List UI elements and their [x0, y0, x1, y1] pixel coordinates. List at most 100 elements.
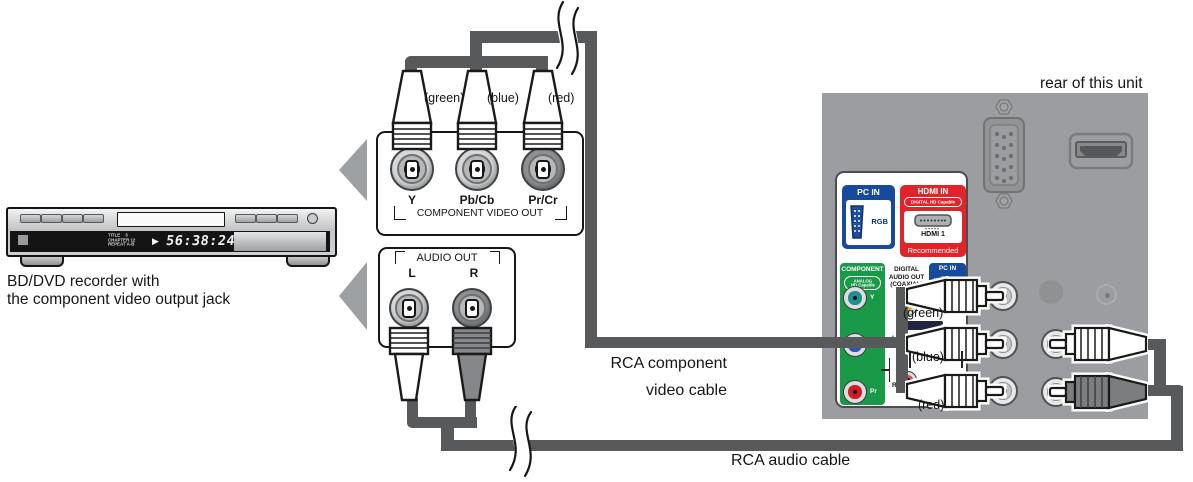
digital-audio-line1: DIGITAL [894, 266, 919, 273]
component-cable [590, 337, 908, 348]
unused-jack [1096, 284, 1117, 305]
pr-jack-label: Pr [870, 388, 877, 395]
pbcb-jack-caption: Pb/Cb [459, 193, 495, 207]
vga-connector-icon [983, 99, 1025, 209]
audio-l-caption: L [408, 266, 416, 280]
audio-r-label: R [892, 382, 897, 389]
cable-break-icon [555, 0, 580, 76]
recorder-button [62, 214, 83, 223]
recorder-button [277, 214, 298, 223]
rca-plug-white-icon [388, 326, 430, 402]
hdmi1-label: HDMI 1 [921, 231, 945, 238]
tv-plug-label-blue: (blue) [912, 350, 944, 364]
cable-break-icon [508, 406, 533, 478]
recorder-button [83, 214, 104, 223]
display-slab [234, 232, 326, 251]
component-cable-label-line1: RCA component [610, 355, 727, 372]
audio-cable [465, 398, 476, 420]
pointer-arrow [339, 262, 367, 330]
hdmi-badge-text: DIGITAL HD Capable [910, 199, 956, 205]
hdmi-mini-icon [914, 214, 952, 230]
component-cable-label: RCA component video cable [563, 350, 727, 404]
hdmi-port-icon [1068, 132, 1134, 170]
unused-jack [1039, 280, 1063, 304]
y-jack-caption: Y [407, 193, 416, 207]
pc-in-title: PC IN [857, 187, 880, 197]
recorder-button [41, 214, 62, 223]
y-out-jack [390, 147, 434, 191]
audio-cable-label: RCA audio cable [731, 452, 851, 469]
display-repeat: REPEAT A-B [108, 241, 135, 247]
rear-of-unit-caption: rear of this unit [1040, 75, 1143, 92]
recorder-button [256, 214, 277, 223]
digital-audio-line2: AUDIO OUT [888, 273, 925, 281]
rca-pin [470, 160, 484, 179]
y-jack [843, 286, 867, 310]
component-section: COMPONENT ANALOG HD Capable Y Pb Pr [840, 263, 885, 405]
rca-plug-green-icon [391, 69, 433, 151]
rca-plug-gray-icon [1048, 372, 1148, 412]
plug-label-red: (red) [548, 91, 575, 105]
recorder-button [20, 214, 41, 223]
disc-tray [117, 212, 225, 227]
power-button [18, 235, 28, 245]
display-time: 56:38:24 [164, 233, 237, 249]
rca-pin [402, 299, 416, 318]
display-info: TITLE 3 CHAPTER 12 REPEAT A-B [108, 233, 135, 247]
component-title: COMPONENT [841, 266, 884, 273]
audio-out-caption: AUDIO OUT [416, 252, 478, 264]
rca-pin [465, 299, 479, 318]
bd-dvd-recorder: TITLE 3 CHAPTER 12 REPEAT A-B ▶ 56:38:24 [6, 207, 337, 257]
plug-label-green: (green) [424, 91, 465, 105]
rca-plug-white-icon [1048, 324, 1148, 364]
audio-cable [441, 424, 454, 444]
pr-jack [843, 380, 867, 404]
recommended-label: Recommended [907, 246, 959, 255]
component-cable [470, 36, 482, 72]
component-video-out-caption: COMPONENT VIDEO OUT [416, 208, 544, 219]
recorder-knob [307, 213, 318, 224]
pc-in-top-box: PC IN RGB [842, 185, 895, 249]
tv-plug-label-red: (red) [918, 398, 945, 412]
hdmi-in-title: HDMI IN [917, 187, 949, 196]
y-jack-label: Y [870, 294, 875, 301]
rca-plug-red-icon [522, 69, 564, 151]
rca-plug-green-icon [905, 276, 1007, 316]
audio-cable [441, 440, 1183, 451]
pc-in-bottom-title: PC IN [938, 265, 957, 272]
audio-r-caption: R [469, 266, 479, 280]
plug-label-blue: (blue) [487, 91, 519, 105]
audio-cable [1154, 339, 1166, 389]
hdmi-badge: DIGITAL HD Capable [904, 197, 962, 207]
audio-cable [407, 417, 477, 428]
analog-badge-line2: HD Capable [850, 282, 875, 288]
rca-plug-blue-icon [905, 324, 1007, 364]
play-icon: ▶ [152, 236, 159, 246]
audio-cable [1142, 385, 1183, 396]
rca-pin [536, 160, 550, 179]
rca-plug-blue-icon [456, 69, 498, 151]
digital-audio-out-section: DIGITAL AUDIO OUT (COAXIAL) [883, 266, 930, 289]
rgb-label: RGB [871, 217, 888, 226]
pointer-arrow [339, 139, 367, 201]
display-chapter: CHAPTER 12 [108, 237, 136, 243]
vga-mini-icon [850, 205, 864, 239]
recorder-button [235, 214, 256, 223]
component-cable-label-line2: video cable [646, 382, 727, 399]
digital-audio-line3: (COAXIAL) [890, 281, 923, 288]
recorder-display: TITLE 3 CHAPTER 12 REPEAT A-B ▶ 56:38:24 [10, 231, 330, 252]
audio-cable [1171, 386, 1183, 444]
hdmi-in-box: HDMI IN DIGITAL HD Capable [900, 185, 966, 257]
recorder-caption-line2: the component video output jack [7, 291, 231, 308]
component-cable [585, 31, 597, 348]
audio-cable [407, 398, 418, 422]
dark-label-bar [900, 321, 943, 330]
analog-badge-line1: ANALOG [853, 278, 872, 284]
rca-pin [405, 160, 419, 179]
rca-plug-gray-icon [451, 326, 493, 402]
component-cable-bundle [896, 287, 908, 393]
rca-plug-red-icon [905, 371, 1007, 411]
recorder-caption-line1: BD/DVD recorder with [7, 273, 160, 290]
prcr-jack-caption: Pr/Cr [528, 193, 558, 207]
